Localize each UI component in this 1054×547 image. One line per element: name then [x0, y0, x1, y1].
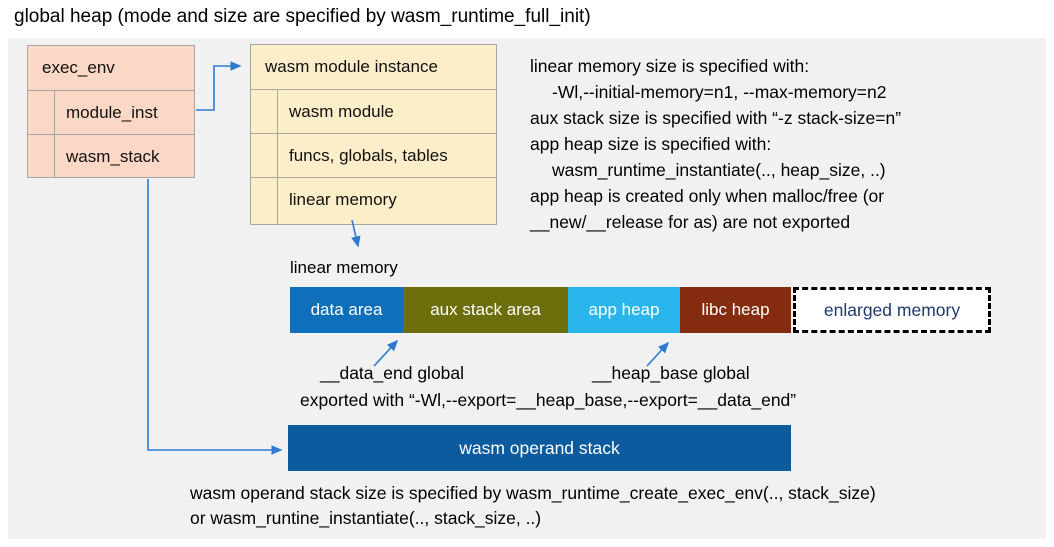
module-instance-row-funcs-globals-tables: funcs, globals, tables	[251, 133, 496, 177]
exec-env-row-wasm-stack: wasm_stack	[28, 134, 194, 178]
linear-memory-bar: data area aux stack area app heap libc h…	[290, 287, 791, 333]
module-instance-row-wasm-module: wasm module	[251, 89, 496, 133]
wasm-operand-stack-bar: wasm operand stack	[288, 425, 791, 471]
module-instance-header: wasm module instance	[265, 57, 438, 76]
module-instance-row-linear-memory: linear memory	[251, 177, 496, 221]
linear-memory-label: linear memory	[290, 258, 398, 277]
notes-top: linear memory size is specified with: -W…	[530, 53, 901, 235]
note-line: linear memory size is specified with:	[530, 56, 810, 76]
exec-env-indent-divider	[54, 90, 55, 177]
note-line: aux stack size is specified with “-z sta…	[530, 108, 902, 128]
segment-libc-heap: libc heap	[680, 287, 791, 333]
exec-env-row-module-inst: module_inst	[28, 90, 194, 134]
note-line: or wasm_runtine_instantiate(.., stack_si…	[190, 508, 542, 528]
diagram-title: global heap (mode and size are specified…	[14, 6, 591, 27]
note-line: app heap size is specified with:	[530, 134, 772, 154]
note-line: wasm_runtime_instantiate(.., heap_size, …	[552, 160, 886, 180]
segment-aux-stack-area: aux stack area	[403, 287, 568, 333]
module-instance-indent-divider	[277, 89, 278, 224]
module-instance-box: wasm module instance wasm module funcs, …	[250, 44, 497, 225]
note-line: wasm operand stack size is specified by …	[190, 483, 876, 503]
segment-app-heap: app heap	[568, 287, 680, 333]
note-line: -Wl,--initial-memory=n1, --max-memory=n2	[552, 82, 887, 102]
note-line: app heap is created only when malloc/fre…	[530, 186, 885, 206]
export-note: exported with “-Wl,--export=__heap_base,…	[300, 390, 797, 410]
exec-env-box: exec_env module_inst wasm_stack	[27, 45, 195, 178]
notes-bottom: wasm operand stack size is specified by …	[190, 481, 876, 531]
data-end-global-label: __data_end global	[320, 363, 465, 383]
exec-env-header: exec_env	[42, 58, 115, 77]
heap-base-global-label: __heap_base global	[592, 363, 750, 383]
segment-enlarged-memory: enlarged memory	[793, 287, 991, 333]
note-line: __new/__release for as) are not exported	[530, 212, 851, 232]
segment-data-area: data area	[290, 287, 403, 333]
